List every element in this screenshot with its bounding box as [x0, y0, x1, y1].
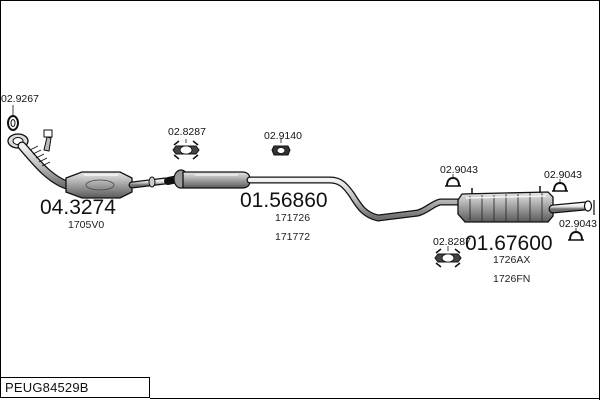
middle-silencer-assembly — [164, 169, 462, 222]
rear-silencer-code: 01.67600 — [465, 232, 553, 255]
rear-silencer-ref-1: 1726AX — [493, 254, 530, 266]
rear-clamp-lower-ring — [569, 230, 583, 241]
catalyst-code: 04.3274 — [40, 196, 116, 219]
center-mount-part — [172, 139, 200, 160]
center-clamp-eye — [276, 147, 286, 154]
rear-clamp-right-lower-part — [568, 200, 595, 241]
middle-silencer-code: 01.56860 — [240, 189, 328, 212]
catalyst-outlet — [129, 178, 168, 188]
front-clamp-ring — [7, 115, 19, 131]
middle-silencer-ref-1: 171726 — [275, 212, 310, 224]
footer-code: PEUG84529B — [5, 380, 89, 395]
rear-silencer-ribs — [469, 193, 543, 221]
rear-silencer-hangers — [471, 186, 541, 194]
center-clamp-code: 02.9140 — [264, 130, 302, 142]
footer-code-box: PEUG84529B — [0, 377, 150, 398]
front-clamp-part — [7, 105, 19, 131]
rear-clamp-lower-code: 02.9043 — [559, 218, 597, 230]
rear-silencer-assembly — [457, 186, 593, 223]
tailpipe — [549, 202, 589, 213]
rear-silencer-highlight — [465, 195, 547, 199]
sensor-boss-cap — [43, 129, 53, 138]
rear-clamp-left-ring — [446, 176, 460, 187]
tailpipe-outlet — [583, 200, 593, 212]
catalyst-outlet-flange — [148, 176, 156, 188]
flex-hatching — [29, 145, 51, 167]
center-mount-code: 02.8287 — [168, 126, 206, 138]
sensor-boss — [43, 136, 52, 152]
rear-mount-code: 02.8287 — [433, 236, 471, 248]
rear-clamp-left-code: 02.9043 — [440, 164, 478, 176]
middle-silencer-ref-2: 171772 — [275, 231, 310, 243]
catalyst-body — [65, 171, 133, 199]
front-clamp-ring-inner — [10, 119, 16, 127]
rear-silencer-ref-2: 1726FN — [493, 273, 530, 285]
catalyst-ref: 1705V0 — [68, 219, 104, 231]
catalyst-assembly — [7, 129, 169, 199]
rear-clamp-left-part — [445, 174, 461, 187]
center-clamp-part — [271, 138, 291, 156]
rear-clamp-right-ring — [553, 181, 567, 192]
intermediate-pipe — [247, 177, 461, 221]
rear-clamp-right-part — [552, 179, 568, 192]
rear-clamp-right-code: 02.9043 — [544, 169, 582, 181]
rear-mount-eye — [441, 253, 455, 263]
catalyst-heatshield — [85, 179, 115, 191]
center-mount-eye — [179, 145, 193, 155]
front-downpipe — [18, 142, 74, 190]
center-mount-tabs — [173, 140, 199, 160]
rear-mount-tabs — [435, 248, 461, 268]
rear-mount-part — [434, 246, 462, 268]
front-clamp-code: 02.9267 — [1, 93, 39, 105]
